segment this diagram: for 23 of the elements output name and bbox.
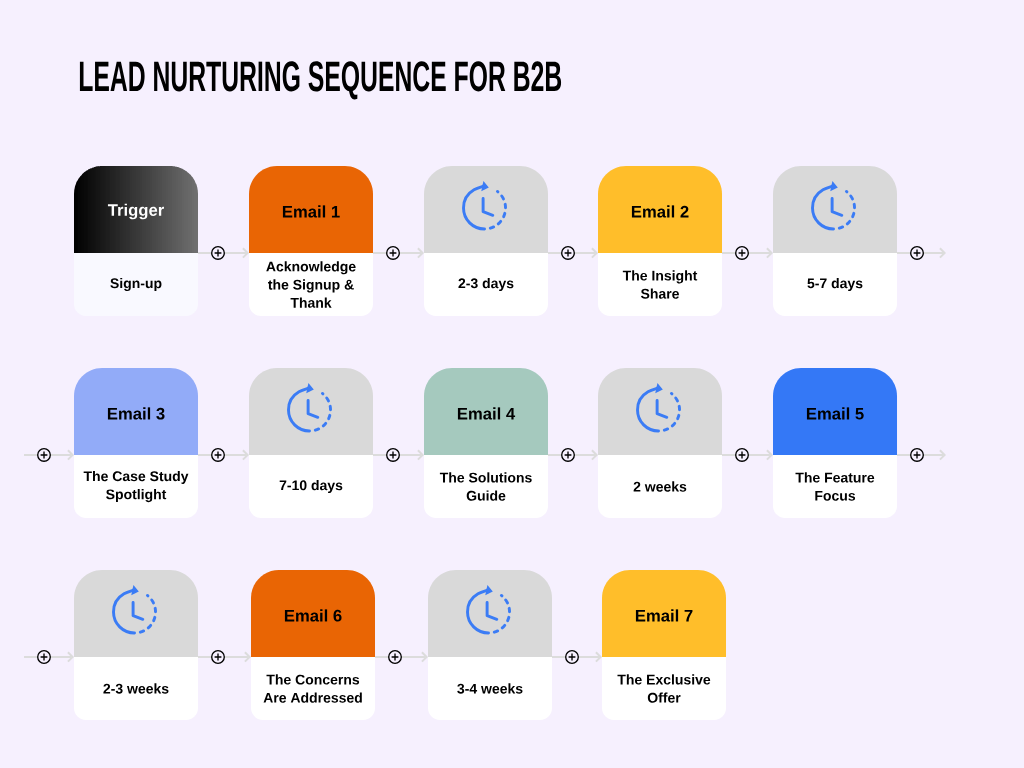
card-body: The Concerns Are Addressed [251, 657, 375, 720]
card-body: 2 weeks [598, 455, 722, 518]
card-body: The Case Study Spotlight [74, 455, 198, 518]
card-header: Email 5 [773, 368, 897, 455]
card-body: Acknowledge the Signup & Thank [249, 253, 373, 316]
card-header: Email 1 [249, 166, 373, 253]
card-body: 7-10 days [249, 455, 373, 518]
card-body: The Insight Share [598, 253, 722, 316]
card-body: 5-7 days [773, 253, 897, 316]
card-header: Trigger [74, 166, 198, 253]
card-body: The Feature Focus [773, 455, 897, 518]
card-body: The Solutions Guide [424, 455, 548, 518]
card-body: 3-4 weeks [428, 657, 552, 720]
title: LEAD NURTURING SEQUENCE FOR B2B [79, 61, 562, 100]
card-header: Email 3 [74, 368, 198, 455]
card-header: Email 4 [424, 368, 548, 455]
card-body: 2-3 weeks [74, 657, 198, 720]
card-header: Email 6 [251, 570, 375, 657]
card-header: Email 2 [598, 166, 722, 253]
card-body: 2-3 days [424, 253, 548, 316]
card-header: Email 7 [602, 570, 726, 657]
card-body: The Exclusive Offer [602, 657, 726, 720]
card-body: Sign-up [74, 253, 198, 316]
